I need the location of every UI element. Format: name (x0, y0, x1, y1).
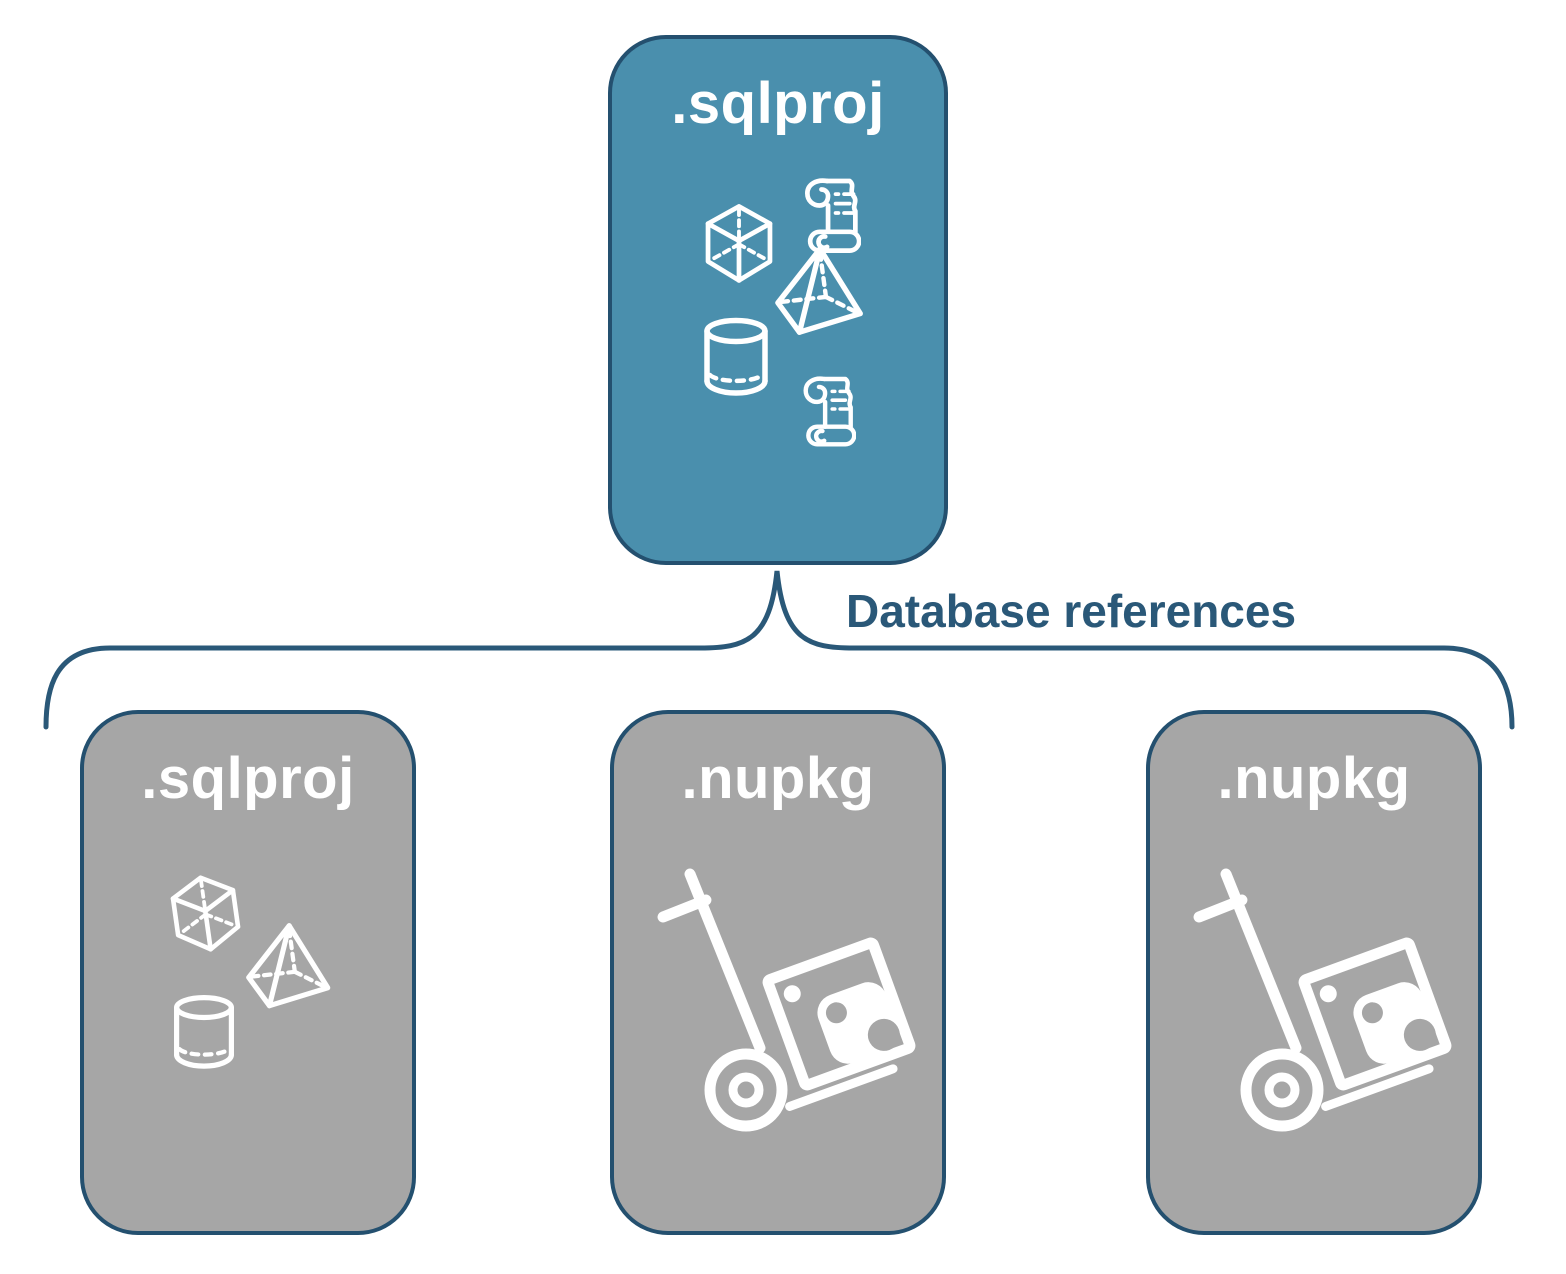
node-child-nupkg: .nupkg (1146, 710, 1482, 1235)
database-cylinder-icon (700, 317, 772, 401)
root-node-label: .sqlproj (671, 71, 885, 136)
child-node-label: .nupkg (681, 746, 875, 811)
child-node-label: .sqlproj (141, 746, 355, 811)
script-scroll-icon (796, 367, 856, 451)
node-child-sqlproj: .sqlproj (80, 710, 416, 1235)
node-child-nupkg: .nupkg (610, 710, 946, 1235)
script-scroll-icon (797, 169, 861, 257)
pyramid-icon (772, 245, 874, 343)
brace-connector (43, 570, 1515, 730)
database-cylinder-icon (170, 994, 238, 1074)
child-node-label: .nupkg (1217, 746, 1411, 811)
pyramid-icon (242, 922, 342, 1016)
node-root-sqlproj: .sqlproj (608, 35, 948, 565)
cube-icon (696, 201, 782, 291)
connector-label: Database references (846, 585, 1297, 637)
package-dolly-icon (646, 864, 956, 1174)
package-dolly-icon (1182, 864, 1492, 1174)
cube-icon (158, 867, 253, 966)
